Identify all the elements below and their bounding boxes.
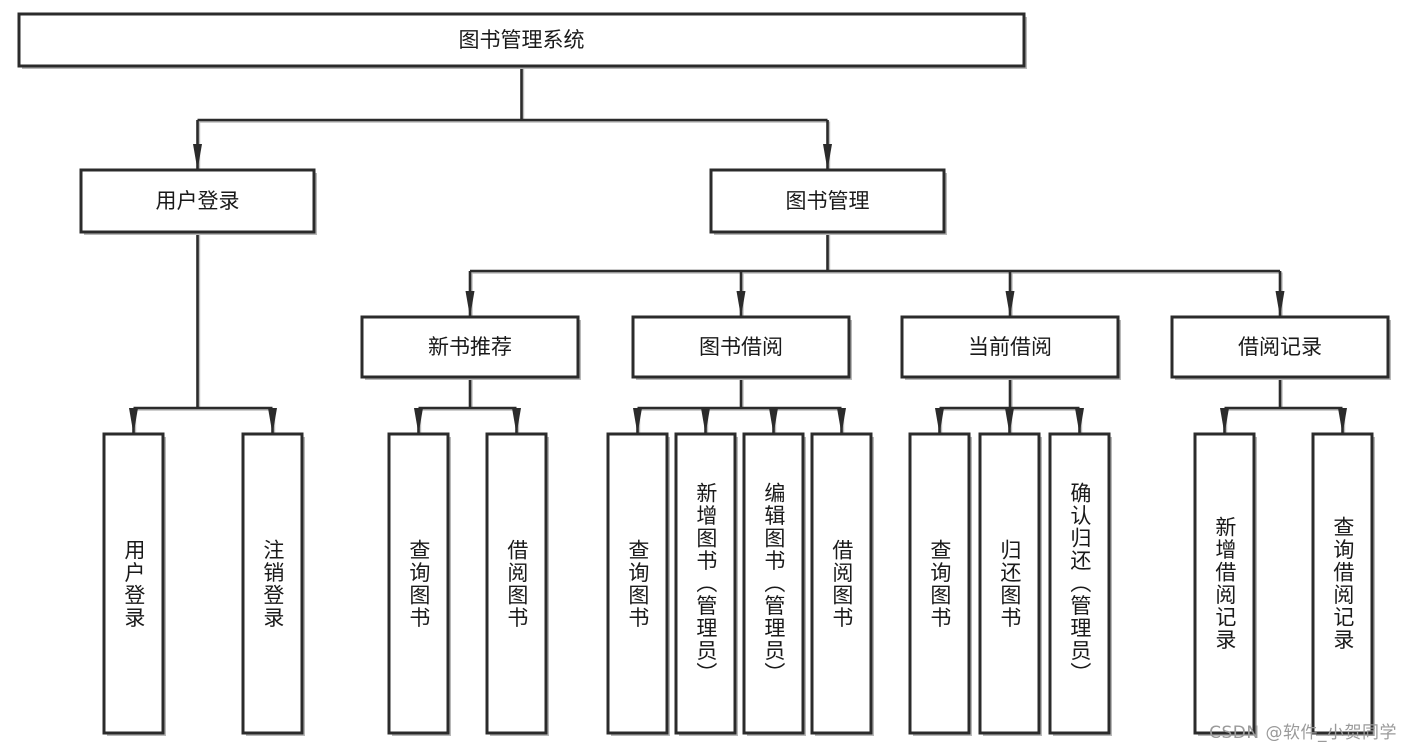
node-box-user-login[interactable] bbox=[79, 168, 316, 234]
connector-edges bbox=[129, 66, 1347, 435]
node-box-leaf-add-book[interactable] bbox=[674, 432, 737, 735]
node-label-book-borrow: 图书借阅 bbox=[699, 335, 783, 359]
arrow-head-leaf-borrow-book-bb bbox=[837, 408, 846, 434]
arrow-head-leaf-logout bbox=[268, 408, 277, 434]
arrow-head-leaf-borrow-book-rec bbox=[512, 408, 521, 434]
node-box-leaf-query-book-cb[interactable] bbox=[908, 432, 971, 735]
arrow-head-leaf-confirm-return bbox=[1075, 408, 1084, 434]
arrow-head-book-borrow bbox=[736, 291, 746, 317]
arrow-head-leaf-add-record bbox=[1220, 408, 1229, 434]
arrow-head-leaf-query-record bbox=[1338, 408, 1347, 434]
node-label-borrow-record: 借阅记录 bbox=[1238, 335, 1322, 359]
node-box-leaf-return-book[interactable] bbox=[978, 432, 1041, 735]
node-label-current-borrow: 当前借阅 bbox=[968, 335, 1052, 359]
node-label-root: 图书管理系统 bbox=[459, 28, 585, 52]
arrow-head-leaf-user-login bbox=[129, 408, 138, 434]
node-boxes bbox=[17, 12, 1391, 736]
node-box-leaf-query-book-bb[interactable] bbox=[606, 432, 669, 735]
node-box-leaf-edit-book[interactable] bbox=[742, 432, 805, 735]
node-box-borrow-record[interactable] bbox=[1170, 315, 1390, 379]
node-box-leaf-logout[interactable] bbox=[241, 432, 304, 735]
node-box-current-borrow[interactable] bbox=[900, 315, 1120, 379]
arrow-head-book-manage bbox=[823, 144, 832, 170]
arrow-head-leaf-query-book-bb bbox=[633, 408, 642, 434]
arrow-head-leaf-query-book-cb bbox=[935, 408, 944, 434]
node-box-leaf-query-record[interactable] bbox=[1311, 432, 1374, 735]
node-box-leaf-user-login[interactable] bbox=[102, 432, 165, 735]
node-label-book-manage: 图书管理 bbox=[786, 189, 870, 213]
node-box-leaf-borrow-book-rec[interactable] bbox=[485, 432, 548, 735]
watermark-text: CSDN @软件_小贺同学 bbox=[1209, 723, 1397, 743]
node-box-root[interactable] bbox=[17, 12, 1026, 68]
node-box-leaf-borrow-book-bb[interactable] bbox=[810, 432, 873, 735]
node-box-leaf-query-book-rec[interactable] bbox=[387, 432, 450, 735]
node-label-user-login: 用户登录 bbox=[156, 189, 240, 213]
arrow-head-leaf-add-book bbox=[701, 408, 710, 434]
node-box-new-book-rec[interactable] bbox=[360, 315, 580, 379]
arrow-head-borrow-record bbox=[1275, 291, 1285, 317]
node-label-new-book-rec: 新书推荐 bbox=[428, 335, 512, 359]
arrow-head-leaf-query-book-rec bbox=[414, 408, 423, 434]
node-box-book-manage[interactable] bbox=[709, 168, 946, 234]
arrow-head-leaf-return-book bbox=[1005, 408, 1014, 434]
arrow-head-new-book-rec bbox=[465, 291, 475, 317]
arrow-head-leaf-edit-book bbox=[769, 408, 778, 434]
node-box-book-borrow[interactable] bbox=[631, 315, 851, 379]
arrow-head-current-borrow bbox=[1005, 291, 1015, 317]
node-box-leaf-add-record[interactable] bbox=[1193, 432, 1256, 735]
node-box-leaf-confirm-return[interactable] bbox=[1048, 432, 1111, 735]
arrow-head-user-login bbox=[193, 144, 202, 170]
